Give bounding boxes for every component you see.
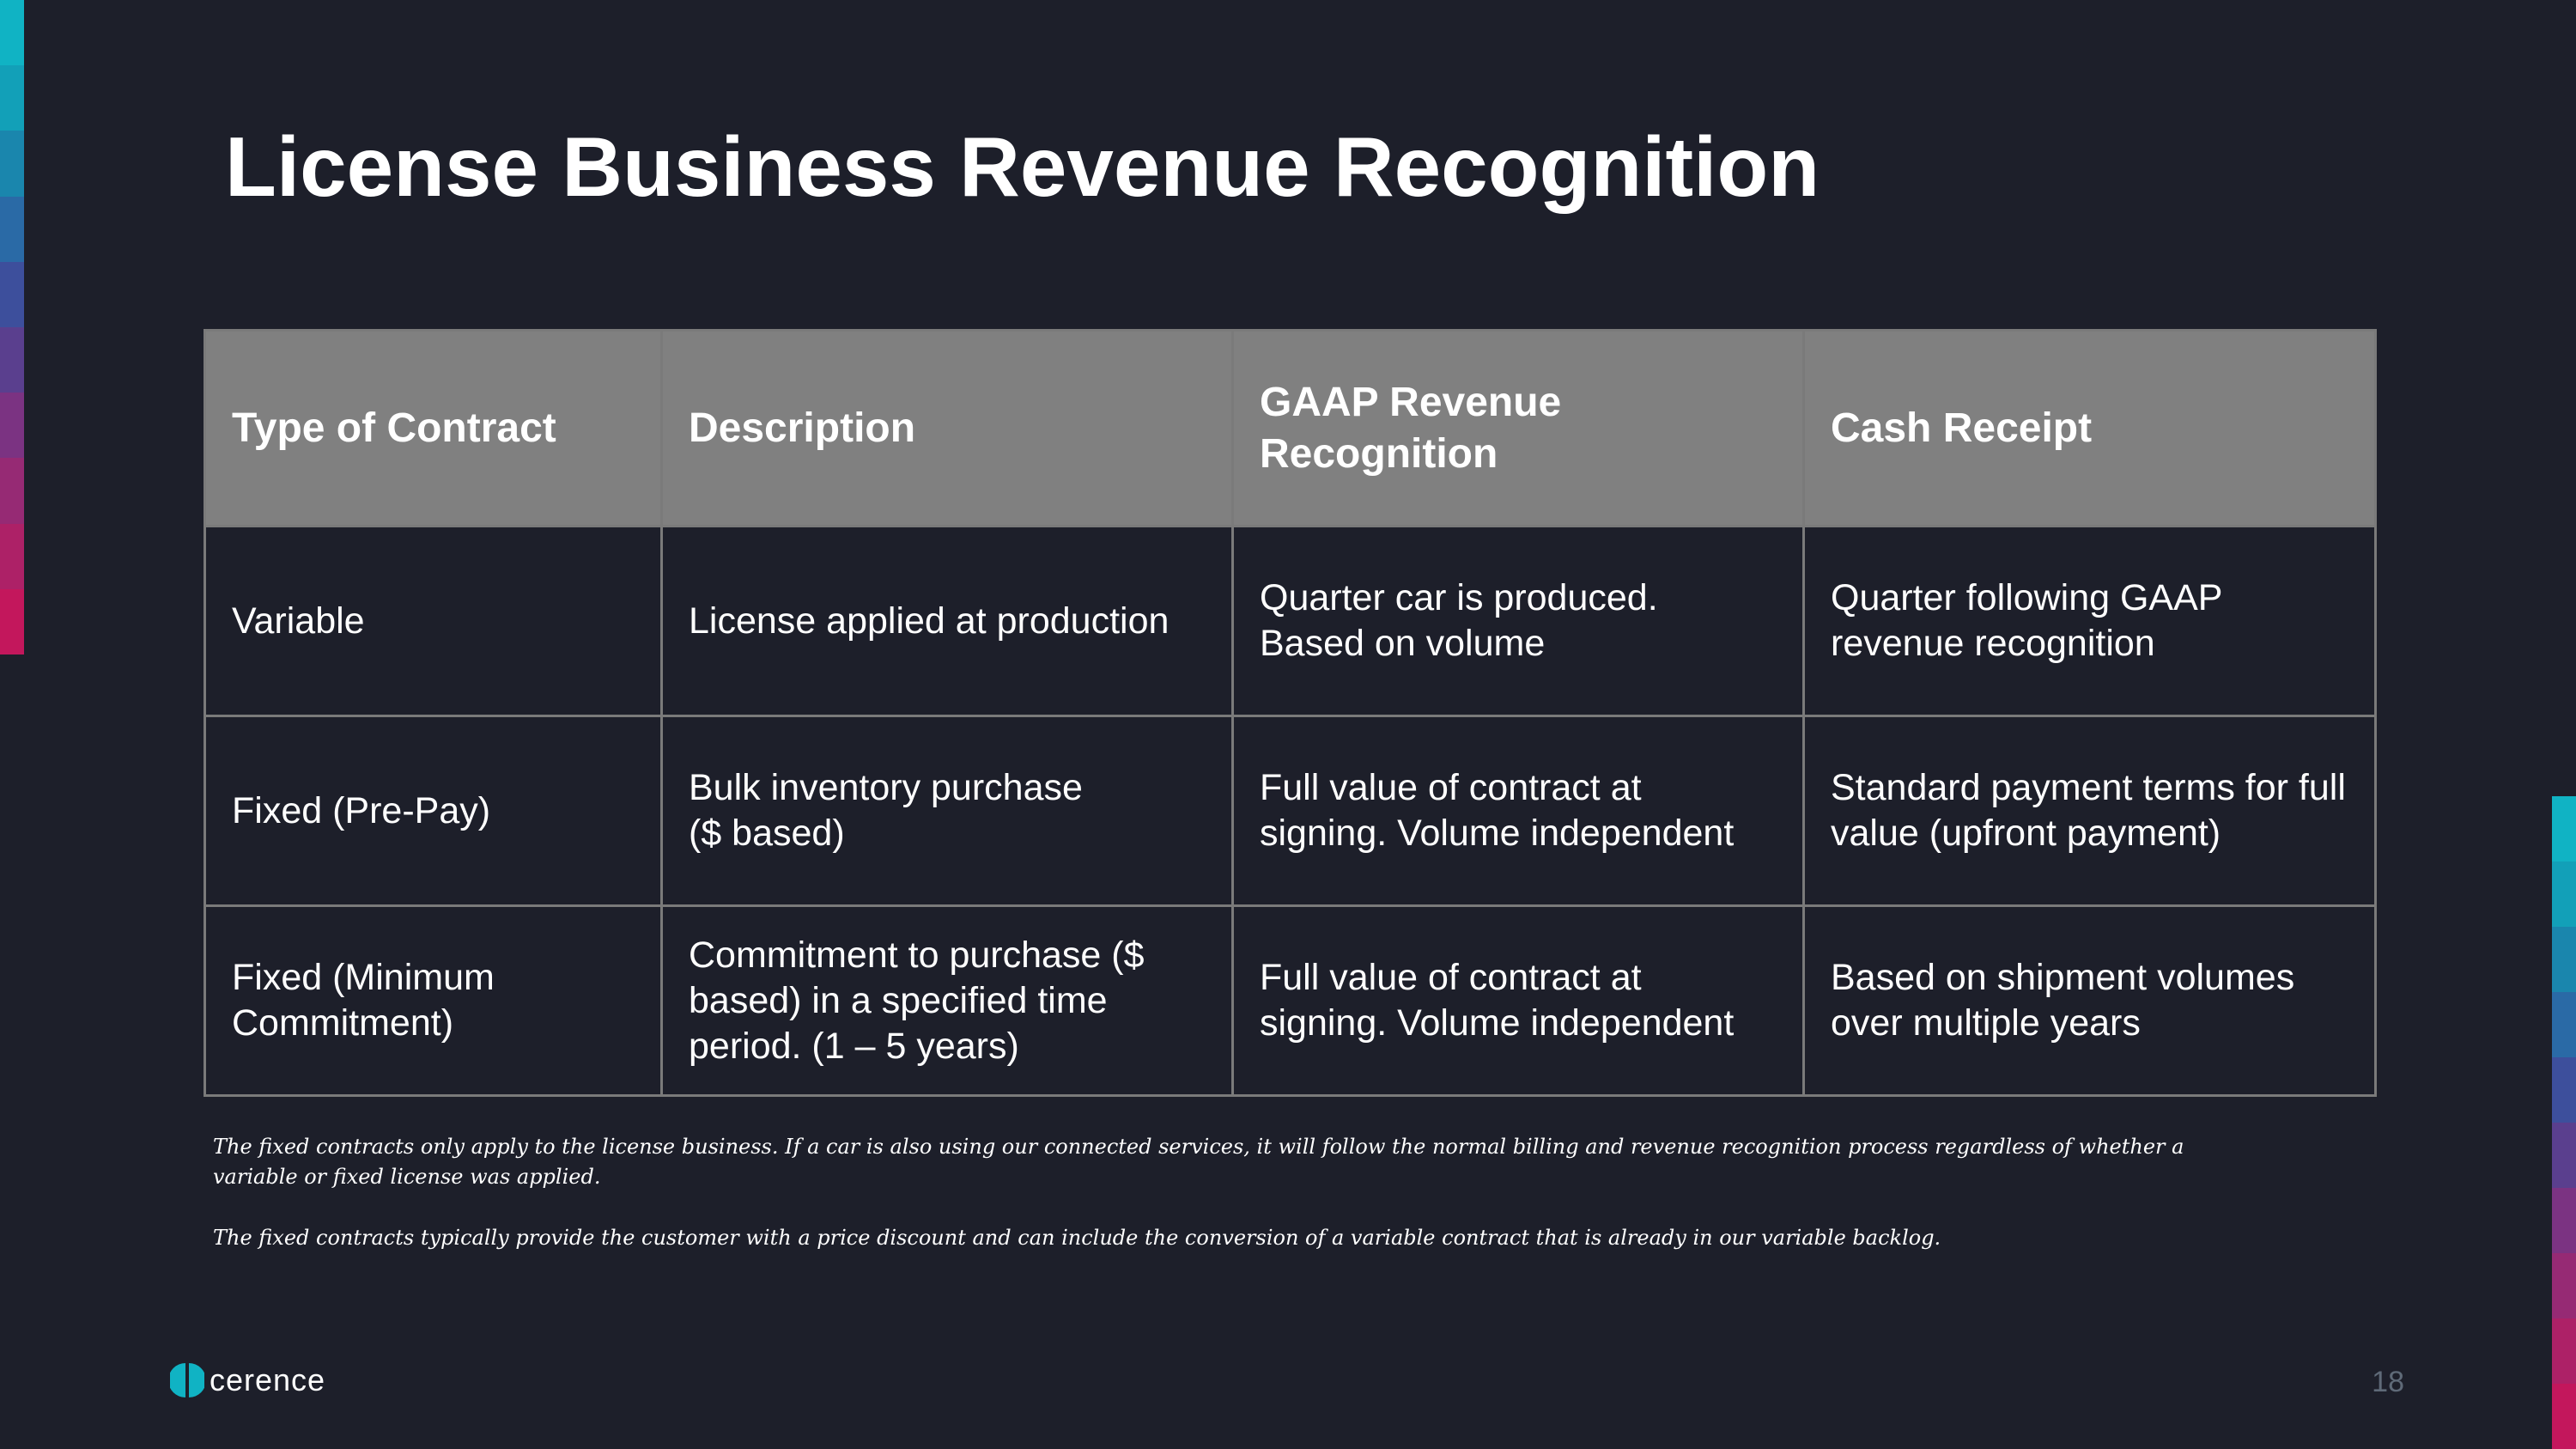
footnote-fixed-contracts-license: The fixed contracts only apply to the li… xyxy=(213,1135,2184,1189)
cerence-logo: cerence xyxy=(170,1361,325,1399)
left-color-stripe xyxy=(0,0,24,655)
header-cash-receipt: Cash Receipt xyxy=(1802,329,2377,527)
cell-type: Fixed (Pre-Pay) xyxy=(204,715,663,907)
revenue-recognition-table: Type of Contract Description GAAP Revenu… xyxy=(204,329,2377,1097)
right-color-stripe xyxy=(2552,796,2576,1449)
footnote-fixed-contracts-discount: The fixed contracts typically provide th… xyxy=(213,1226,1941,1250)
cell-cash-receipt: Based on shipment volumes over multiple … xyxy=(1802,904,2377,1097)
table-row: Fixed (Pre-Pay) Bulk inventory purchase … xyxy=(204,715,2377,907)
slide-title: License Business Revenue Recognition xyxy=(225,119,1820,214)
cell-description: Commitment to purchase ($ based) in a sp… xyxy=(660,904,1234,1097)
header-gaap-revenue-recognition: GAAP Revenue Recognition xyxy=(1231,329,1805,527)
table-row: Fixed (Minimum Commitment) Commitment to… xyxy=(204,904,2377,1097)
table-header-row: Type of Contract Description GAAP Revenu… xyxy=(204,329,2377,527)
cell-gaap: Quarter car is produced. Based on volume xyxy=(1231,525,1805,717)
cell-type: Variable xyxy=(204,525,663,717)
cell-cash-receipt: Standard payment terms for full value (u… xyxy=(1802,715,2377,907)
cell-description: Bulk inventory purchase ($ based) xyxy=(660,715,1234,907)
cerence-logo-icon xyxy=(170,1363,204,1397)
cell-gaap: Full value of contract at signing. Volum… xyxy=(1231,904,1805,1097)
header-type-of-contract: Type of Contract xyxy=(204,329,663,527)
cell-gaap: Full value of contract at signing. Volum… xyxy=(1231,715,1805,907)
cell-description: License applied at production xyxy=(660,525,1234,717)
page-number: 18 xyxy=(2372,1366,2404,1398)
cerence-logo-text: cerence xyxy=(210,1362,326,1397)
table-row: Variable License applied at production Q… xyxy=(204,525,2377,717)
header-description: Description xyxy=(660,329,1234,527)
cell-type: Fixed (Minimum Commitment) xyxy=(204,904,663,1097)
cell-cash-receipt: Quarter following GAAP revenue recogniti… xyxy=(1802,525,2377,717)
